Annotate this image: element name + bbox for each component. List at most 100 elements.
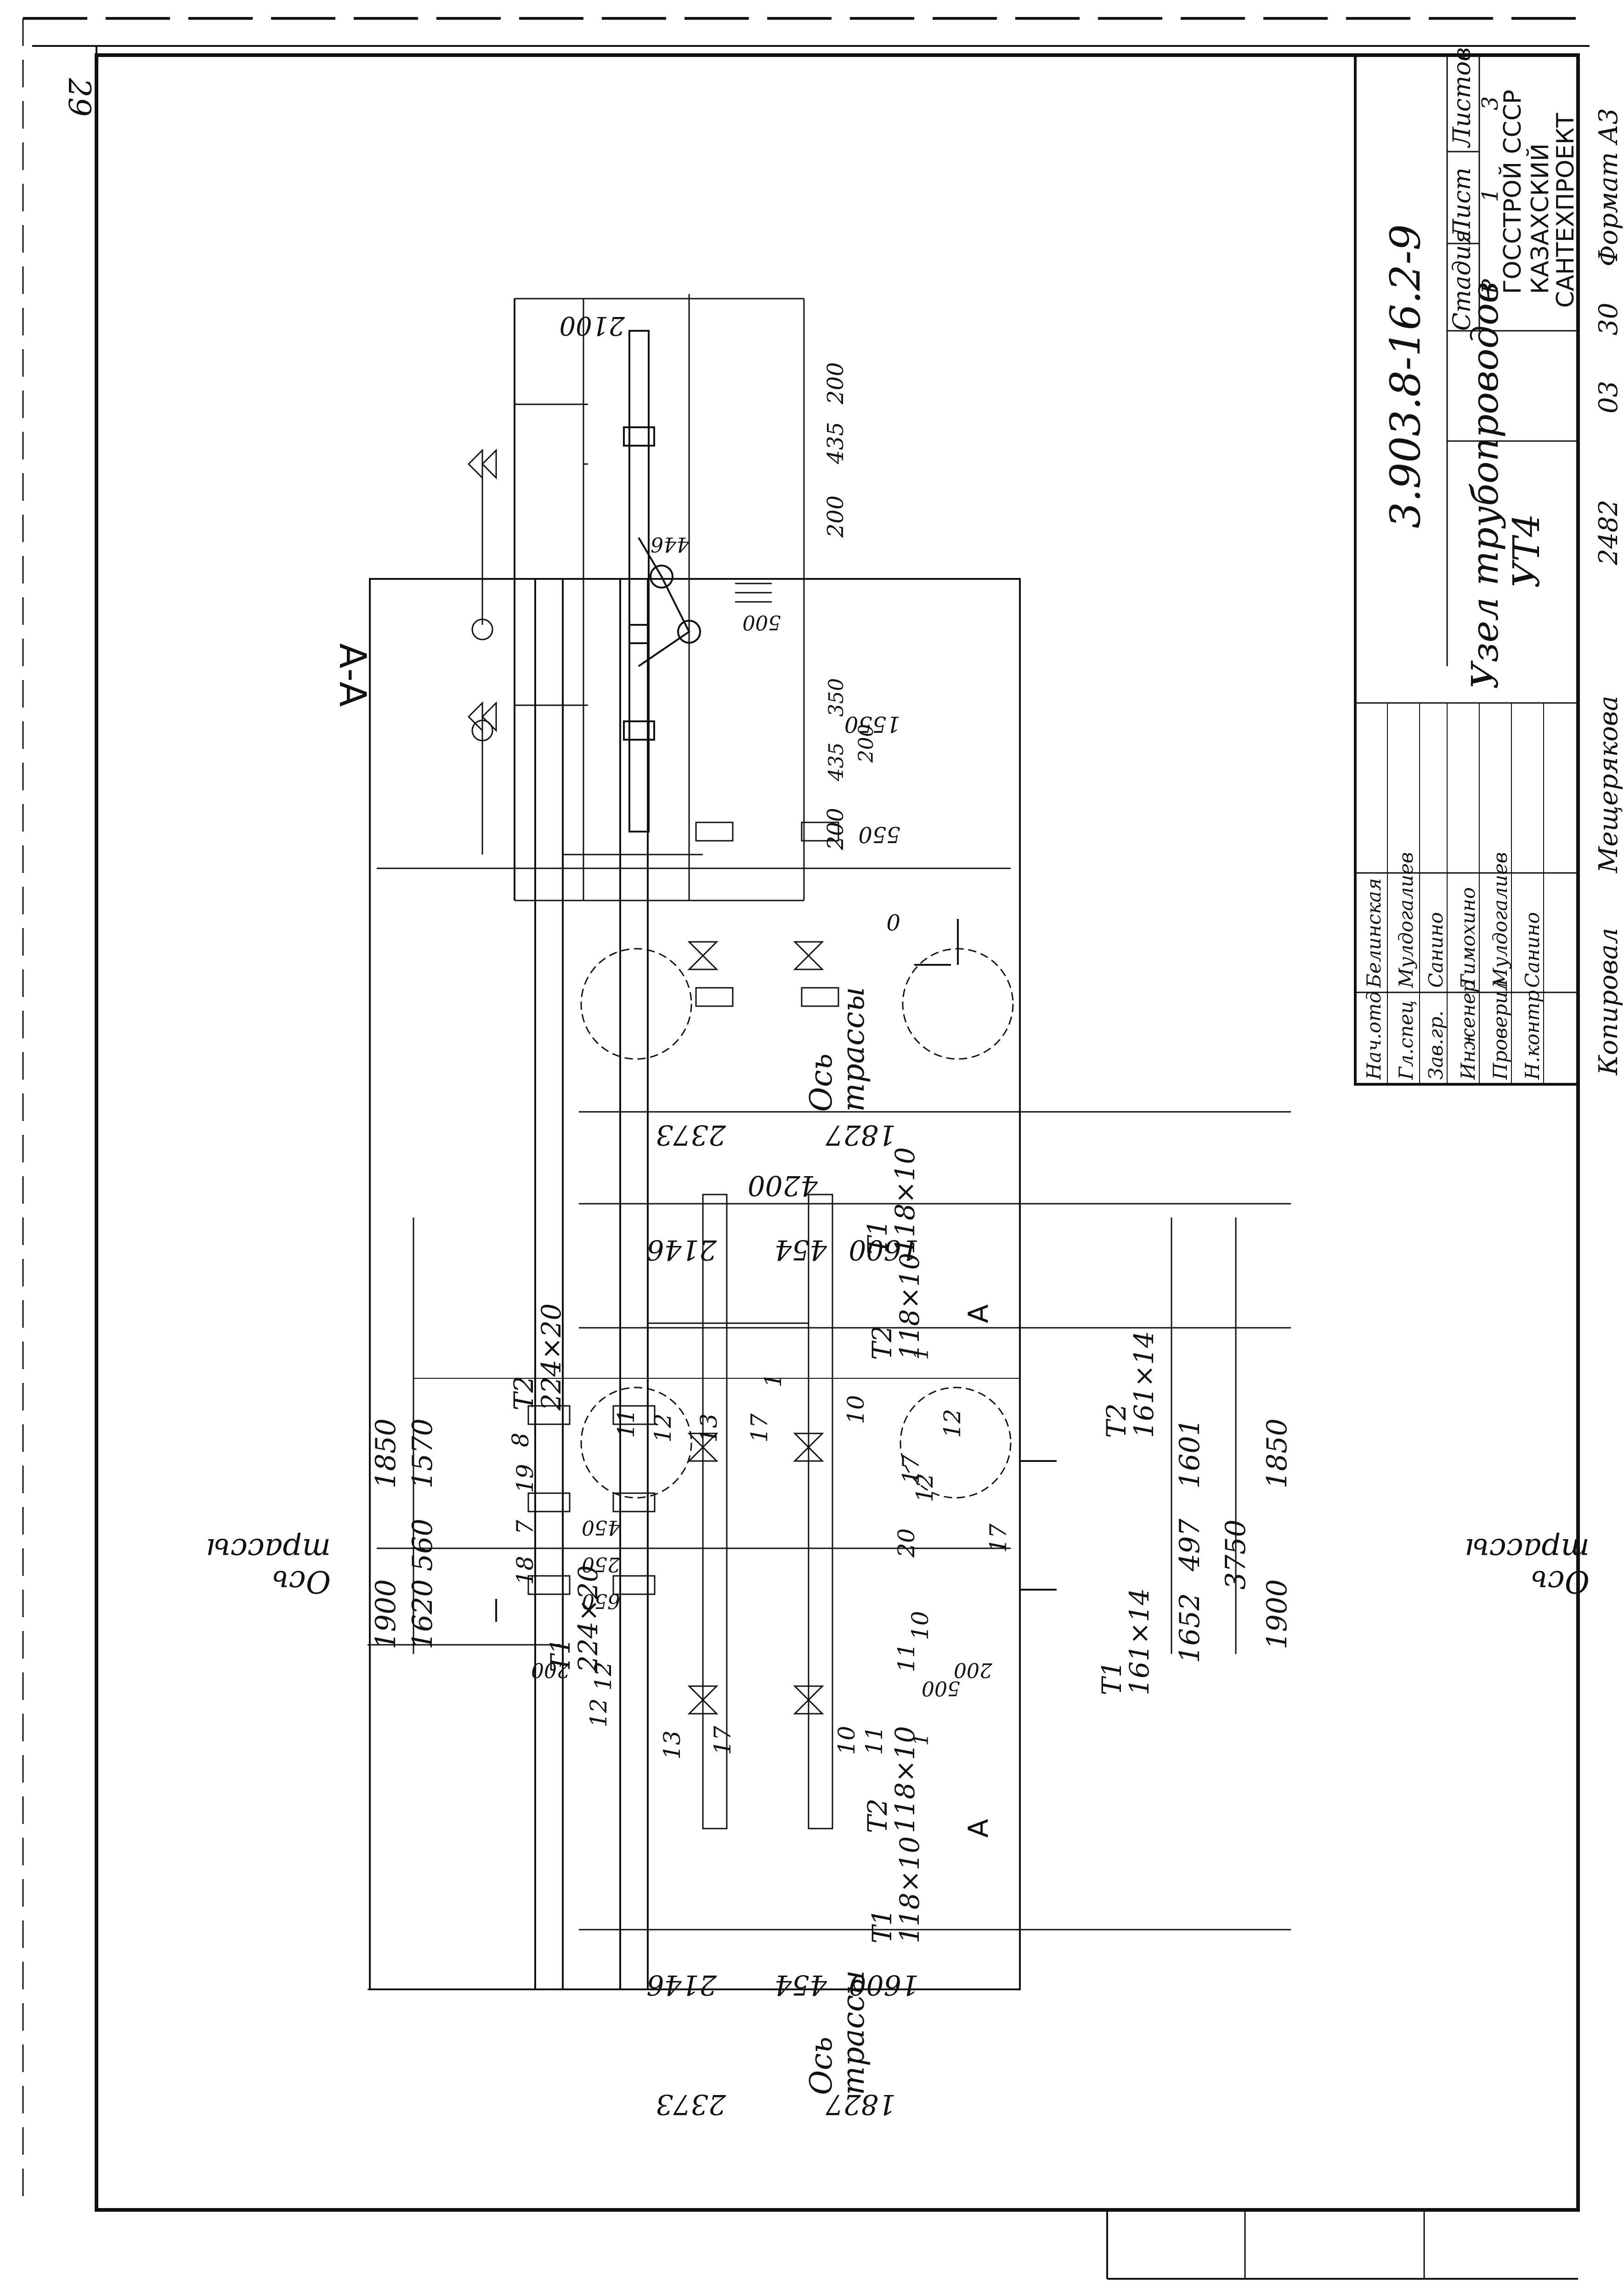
callout: 11: [893, 1643, 920, 1672]
role-4: Инженер: [1457, 980, 1479, 1080]
callout: 11: [613, 1409, 639, 1438]
dim-1850-left: 1850: [370, 1418, 402, 1489]
dim-2146-bottom: 2146: [646, 1969, 717, 2001]
svg-text:Ось: Ось: [804, 2037, 839, 2095]
callout: 10: [833, 1726, 860, 1755]
callout: 18: [512, 1556, 538, 1585]
svg-text:118×10: 118×10: [889, 1147, 921, 1254]
axis-label-top: Ось трассы: [804, 987, 871, 1112]
svg-text:Т2: Т2: [862, 1798, 893, 1833]
dim-497-right: 497: [1174, 1518, 1206, 1572]
role-5: Проверил: [1489, 979, 1511, 1080]
dim-250: 250: [582, 1552, 621, 1576]
role-2: Гл.спец: [1395, 1000, 1417, 1080]
callout: 10: [907, 1611, 934, 1640]
cut-marker-bottom: 1: [910, 1733, 933, 1746]
dim-1601-right: 1601: [1174, 1418, 1206, 1489]
name-2: Мулдогалиев: [1395, 852, 1417, 988]
dim-1600-bottom: 1600: [849, 1969, 919, 2001]
axis-label-bottom: Ось трассы: [804, 1970, 871, 2095]
dim-450: 450: [582, 1516, 621, 1539]
callout: 12: [650, 1413, 676, 1443]
svg-text:трассы: трассы: [836, 1970, 871, 2095]
callout: 1: [760, 1373, 787, 1388]
callout: 17: [709, 1726, 736, 1755]
dim-0: 0: [886, 909, 900, 934]
sheets-value: 3: [1477, 96, 1503, 110]
callout: 11: [861, 1726, 888, 1755]
svg-text:Т1: Т1: [545, 1637, 576, 1672]
dim-1620-left: 1620: [407, 1579, 439, 1649]
name-5: Мулдогалиев: [1489, 852, 1511, 988]
dim-200-b2: 200: [854, 724, 878, 763]
svg-text:трассы: трассы: [206, 1532, 331, 1567]
svg-text:118×10: 118×10: [894, 1836, 925, 1943]
pipe-label-t1-branch-top: Т1 118×10: [862, 1147, 921, 1254]
role-3: Зав.гр.: [1425, 1011, 1447, 1080]
callout: 19: [512, 1464, 538, 1493]
title-line2: УТ4: [1505, 514, 1548, 588]
dim-454-bottom: 454: [774, 1969, 827, 2001]
page-number: 29: [62, 78, 97, 117]
copied-label: Копировал: [1594, 928, 1624, 1076]
dim-1550: 1550: [844, 711, 900, 737]
org-line2: КАЗАХСКИЙ: [1526, 143, 1554, 294]
format-number: 30: [1594, 303, 1624, 335]
pipe-label-t2-right: Т2 161×14: [1101, 1331, 1160, 1438]
dim-2100: 2100: [559, 311, 625, 340]
pipe-label-t1-main: Т1 224×20: [545, 1565, 604, 1673]
dim-1600-top: 1600: [849, 1234, 919, 1266]
svg-text:224×20: 224×20: [572, 1565, 604, 1673]
callout: 12: [911, 1473, 938, 1502]
role-6: Н.контр: [1521, 990, 1544, 1080]
sheet-header: Лист: [1449, 168, 1476, 240]
copied-name: Мещерякова: [1594, 696, 1624, 873]
axis-label-right: Ось трассы: [1465, 1532, 1590, 1599]
dim-200-a: 200: [531, 1658, 570, 1682]
section-marker-bottom: А: [962, 1819, 995, 1838]
dim-200-top: 200: [823, 362, 849, 405]
plan-dimensions: 4200 2373 1827 2146 454 1600 2146 454 16…: [370, 1119, 1293, 2120]
svg-text:224×20: 224×20: [536, 1303, 567, 1411]
svg-text:Ось: Ось: [804, 1053, 839, 1112]
sheet-frame: [22, 17, 1590, 2280]
callout: 12: [590, 1661, 617, 1691]
callout: 12: [939, 1409, 966, 1438]
svg-text:118×10: 118×10: [889, 1726, 921, 1833]
pipe-label-t2-branch-top: Т2 118×10: [866, 1253, 925, 1360]
inv-suffix: 03: [1594, 381, 1624, 413]
callout: 17: [746, 1413, 773, 1443]
sheets-header: Листов: [1449, 47, 1476, 148]
svg-text:трассы: трассы: [836, 987, 871, 1112]
dim-2373-top: 2373: [656, 1119, 726, 1151]
cut-marker-top: 1: [910, 1347, 933, 1360]
dim-500-plan: 500: [922, 1676, 960, 1700]
svg-text:161×14: 161×14: [1124, 1588, 1155, 1695]
name-3: Санино: [1425, 912, 1447, 988]
callout: 7: [512, 1520, 538, 1535]
name-1: Белинская: [1363, 878, 1385, 988]
name-4: Тимохино: [1457, 887, 1479, 988]
dim-1827-top: 1827: [825, 1119, 896, 1151]
dim-1827-bottom: 1827: [825, 2088, 896, 2120]
stage-value: Р: [1477, 279, 1503, 294]
plan-view: [368, 578, 1291, 1990]
callout: 20: [893, 1528, 920, 1558]
axis-label-left: Ось трассы: [206, 1532, 331, 1599]
dim-560-left: 560: [407, 1518, 439, 1571]
section-title: А-А: [331, 643, 374, 707]
pipe-label-t2-main: Т2 224×20: [508, 1303, 567, 1411]
dim-200-bottom: 200: [823, 808, 849, 850]
dim-500: 500: [742, 611, 781, 634]
dim-446: 446: [651, 532, 690, 556]
callout-numbers: 8 19 7 18 11 12 13 17 1 10 12 17 20 12 1…: [507, 1373, 1012, 1760]
dim-1850-right: 1850: [1261, 1418, 1293, 1489]
section-marker-top: А: [962, 1304, 995, 1323]
title-block: 3.903.8-16.2-9 Узел трубопроводов УТ4 Ст…: [1354, 47, 1624, 1086]
pipe-label-t1-right: Т1 161×14: [1096, 1588, 1155, 1695]
org-line1: ГОССТРОЙ СССР: [1499, 90, 1527, 294]
callout: 13: [659, 1730, 685, 1760]
title-line1: Узел трубопроводов: [1464, 282, 1506, 689]
doc-code: 3.903.8-16.2-9: [1381, 224, 1430, 528]
